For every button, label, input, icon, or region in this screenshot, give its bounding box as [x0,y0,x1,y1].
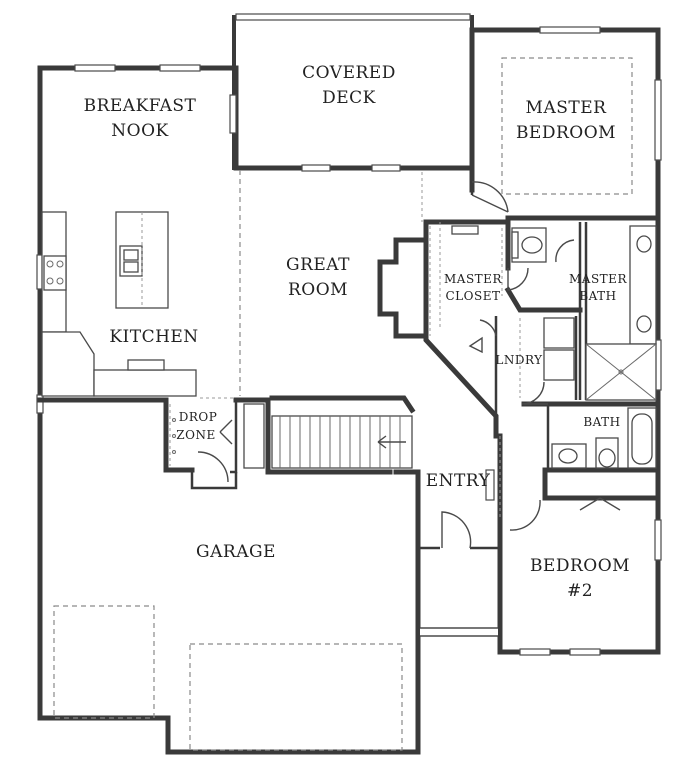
door-swings [197,181,621,549]
label-drop-zone-2: ZONE [176,428,215,442]
label-master-bath-1: MASTER [569,272,627,286]
label-master-bedroom-2: BEDROOM [516,123,616,143]
label-great-room-2: ROOM [288,280,348,300]
bath-2-fixtures [551,407,657,469]
kitchen-fixtures [41,211,197,397]
label-master-closet-1: MASTER [444,272,502,286]
entry-details [420,469,498,637]
label-bedroom-2-2: #2 [567,581,593,601]
label-master-bedroom-1: MASTER [526,98,608,118]
label-covered-deck-2: DECK [322,88,376,108]
room-labels: COVERED DECK MASTER BEDROOM BREAKFAST NO… [84,63,630,601]
label-master-bath-2: BATH [579,289,616,303]
label-master-closet-2: CLOSET [446,289,501,303]
drop-zone-lockers [169,403,265,469]
label-kitchen: KITCHEN [109,327,198,347]
label-breakfast-nook-2: NOOK [111,121,168,141]
label-breakfast-nook-1: BREAKFAST [84,96,197,116]
label-bath: BATH [583,415,620,429]
dashed-openings [53,57,633,751]
label-bedroom-2-1: BEDROOM [530,556,630,576]
master-bath-fixtures [511,225,657,401]
label-drop-zone-1: DROP [179,410,218,424]
label-entry: ENTRY [426,471,491,491]
label-lndry: LNDRY [495,353,543,367]
closet-laundry-fixtures [429,225,575,398]
label-great-room-1: GREAT [286,255,350,275]
label-garage: GARAGE [196,542,276,562]
stairs [271,415,413,469]
label-covered-deck-1: COVERED [302,63,396,83]
